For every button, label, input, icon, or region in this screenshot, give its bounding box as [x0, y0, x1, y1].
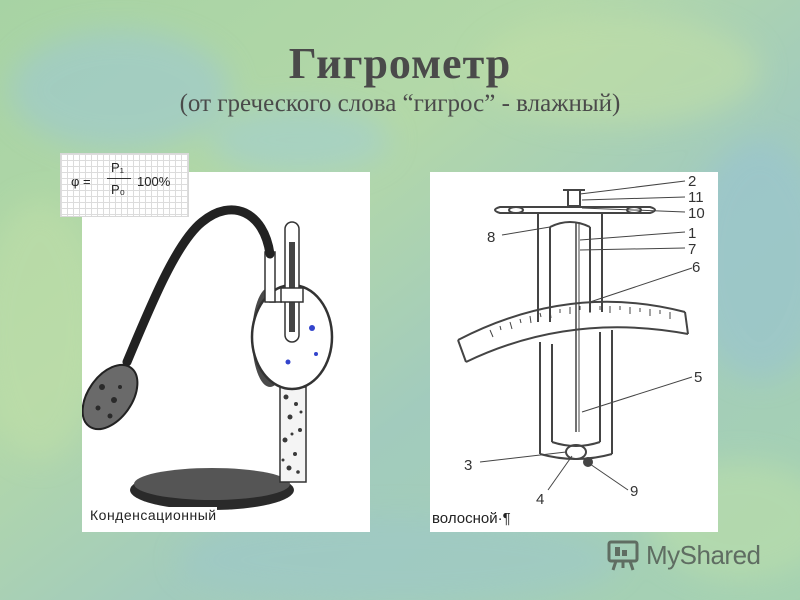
formula-lhs: φ =: [71, 174, 91, 189]
callout-9: 9: [630, 483, 638, 500]
callout-1: 1: [688, 225, 696, 242]
slide-title: Гигрометр: [288, 39, 512, 88]
callout-4: 4: [536, 491, 544, 508]
air-bulb: [81, 363, 139, 431]
callout-3: 3: [464, 457, 472, 474]
formula-denominator: P₀: [111, 182, 126, 197]
callout-6: 6: [692, 259, 700, 276]
humidity-formula: φ = P₁ P₀ 100%: [60, 153, 189, 217]
rubber-hose: [122, 205, 275, 367]
condensation-hygrometer-drawing: [81, 205, 334, 510]
callout-5: 5: [694, 369, 702, 386]
hair-caption: волосной·¶: [432, 510, 511, 527]
callout-7: 7: [688, 241, 696, 258]
callout-8: 8: [487, 229, 495, 246]
slide-subtitle: (от греческого слова “гигрос” - влажный): [179, 90, 621, 117]
hair-hygrometer-drawing: 2 11 10 8 1 7 6 5 3 4 9: [457, 173, 705, 508]
hair-hygrometer-panel: 2 11 10 8 1 7 6 5 3 4 9: [430, 172, 718, 532]
condensation-hygrometer-panel: [81, 172, 370, 532]
condensation-caption: Конденсационный: [90, 507, 217, 523]
callout-11: 11: [688, 189, 704, 206]
myshared-logo: MyShared: [606, 537, 761, 573]
fraction-bar: [107, 178, 131, 179]
formula-numerator: P₁: [111, 160, 125, 175]
presentation-board-icon: [607, 540, 639, 571]
callout-2: 2: [688, 173, 696, 190]
logo-text: MyShared: [646, 539, 761, 570]
callout-10: 10: [688, 205, 705, 222]
formula-factor: 100%: [137, 174, 171, 189]
